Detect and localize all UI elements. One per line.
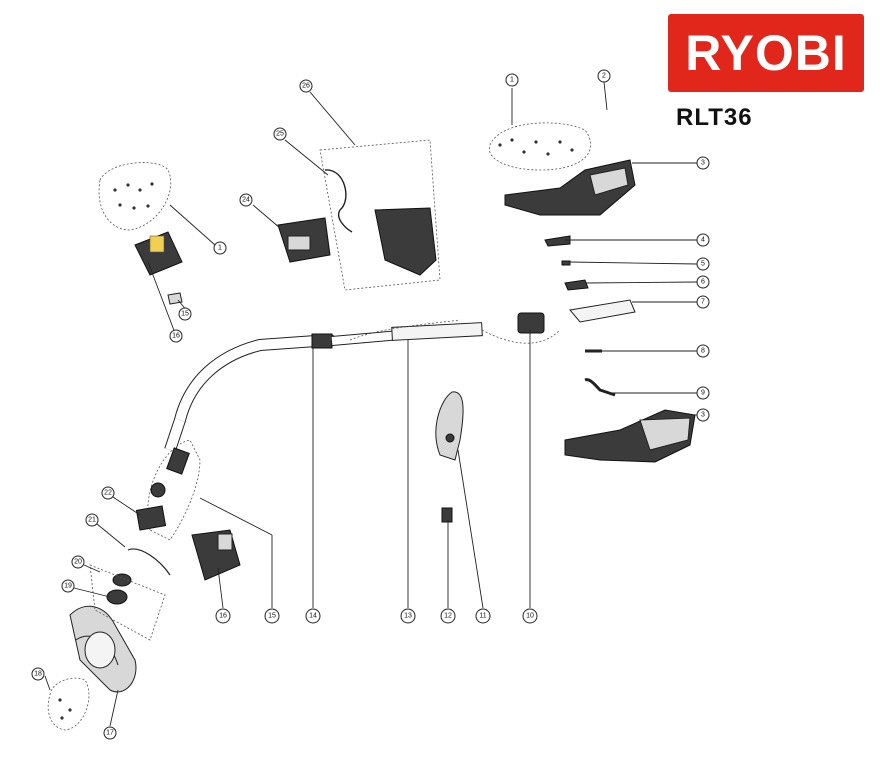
svg-text:4: 4 xyxy=(701,237,705,244)
svg-text:12: 12 xyxy=(444,613,452,620)
callout-17: 17 xyxy=(103,726,117,740)
callout-11: 11 xyxy=(475,608,491,624)
rear-handle-upper xyxy=(504,159,636,216)
callout-19: 19 xyxy=(61,579,75,593)
callout-15a: 15 xyxy=(264,608,280,624)
callout-16a: 16 xyxy=(215,608,231,624)
callout-21: 21 xyxy=(85,513,99,527)
callout-6: 6 xyxy=(696,275,710,289)
svg-text:3: 3 xyxy=(701,412,705,419)
spool-assembly xyxy=(89,548,171,641)
callout-15b: 15 xyxy=(178,307,192,321)
svg-text:13: 13 xyxy=(404,613,412,620)
svg-text:21: 21 xyxy=(88,517,96,524)
small-parts xyxy=(544,235,636,397)
svg-text:22: 22 xyxy=(104,490,112,497)
svg-text:1: 1 xyxy=(510,77,514,84)
callout-5: 5 xyxy=(696,257,710,271)
lower-shaft xyxy=(164,418,186,452)
callout-26: 26 xyxy=(299,79,313,93)
svg-text:26: 26 xyxy=(302,83,310,90)
leader-lines xyxy=(44,81,698,727)
callout-13: 13 xyxy=(400,608,416,624)
callout-1b: 1 xyxy=(505,73,519,87)
screw-set-right xyxy=(489,122,591,171)
motor-unit-upper xyxy=(134,231,183,305)
motor-housing xyxy=(135,439,201,541)
svg-text:16: 16 xyxy=(172,333,180,340)
callout-18: 18 xyxy=(31,667,45,681)
callout-9: 9 xyxy=(696,386,710,400)
callout-16b: 16 xyxy=(169,329,183,343)
logo-text: RYOBI xyxy=(685,25,847,81)
callout-24: 24 xyxy=(239,193,253,207)
callout-1a: 1 xyxy=(213,241,227,255)
callout-14: 14 xyxy=(305,608,321,624)
svg-text:3: 3 xyxy=(701,160,705,167)
svg-text:1: 1 xyxy=(218,245,222,252)
callout-4: 4 xyxy=(696,233,710,247)
svg-text:17: 17 xyxy=(106,730,114,737)
svg-text:2: 2 xyxy=(602,73,606,80)
front-handle xyxy=(435,391,464,523)
callout-25: 25 xyxy=(273,127,287,141)
svg-text:11: 11 xyxy=(479,613,486,620)
callout-7: 7 xyxy=(696,295,710,309)
svg-text:7: 7 xyxy=(701,299,705,306)
svg-text:5: 5 xyxy=(701,261,705,268)
svg-text:15: 15 xyxy=(181,311,189,318)
svg-text:6: 6 xyxy=(701,279,705,286)
callout-22: 22 xyxy=(101,486,115,500)
callout-20: 20 xyxy=(71,555,85,569)
svg-text:16: 16 xyxy=(219,613,227,620)
callout-3a: 3 xyxy=(696,156,710,170)
screw-set-left xyxy=(98,162,172,231)
callout-8: 8 xyxy=(696,344,710,358)
svg-text:19: 19 xyxy=(64,583,72,590)
callout-2: 2 xyxy=(597,69,611,83)
callout-3b: 3 xyxy=(696,408,710,422)
svg-text:9: 9 xyxy=(701,390,705,397)
shaft-assembly xyxy=(174,312,561,426)
screw-set-bottom xyxy=(47,677,90,731)
callout-12: 12 xyxy=(440,608,456,624)
model-number: RLT36 xyxy=(676,104,753,131)
brand-logo: RYOBI xyxy=(668,14,864,92)
svg-text:14: 14 xyxy=(309,613,317,620)
svg-text:15: 15 xyxy=(268,613,276,620)
svg-text:20: 20 xyxy=(74,559,82,566)
svg-text:18: 18 xyxy=(34,671,42,678)
svg-text:25: 25 xyxy=(276,131,284,138)
svg-text:24: 24 xyxy=(242,197,250,204)
guard-assembly xyxy=(69,605,137,693)
motor-unit-lower xyxy=(191,529,241,581)
rear-handle-lower xyxy=(564,409,696,463)
svg-text:10: 10 xyxy=(526,613,534,620)
callout-10: 10 xyxy=(522,608,538,624)
battery-charger xyxy=(277,139,441,291)
svg-text:8: 8 xyxy=(701,348,705,355)
